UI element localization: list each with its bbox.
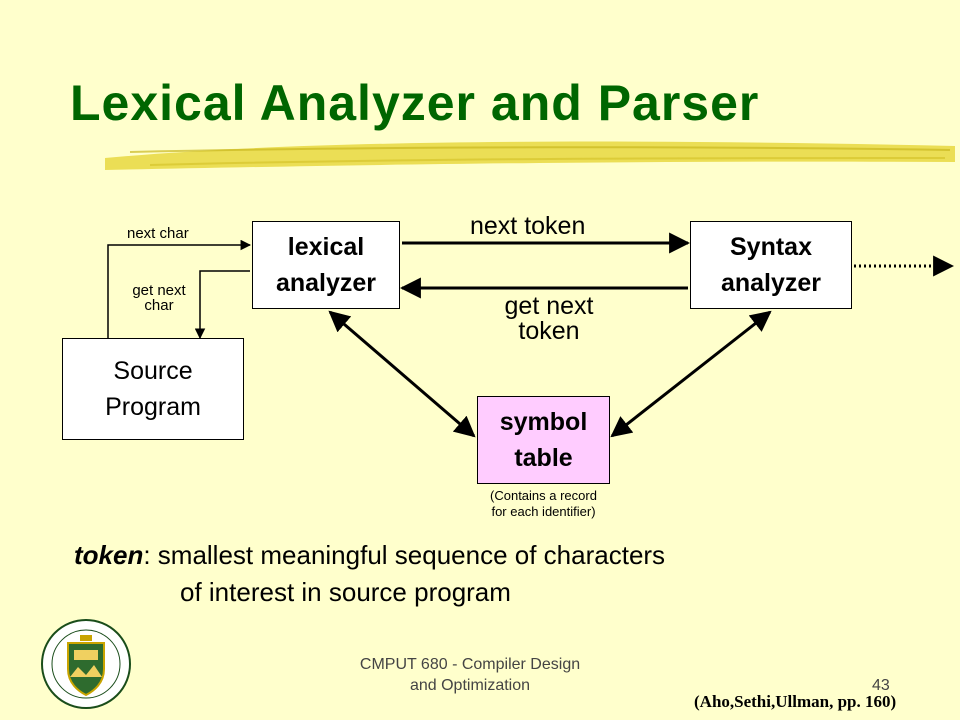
get-next-token-label: get next token <box>476 294 622 344</box>
source-program-line2: Program <box>105 393 201 421</box>
source-program-line1: Source <box>113 356 193 385</box>
symbol-table-note: (Contains a record for each identifier) <box>466 488 621 521</box>
symbol-table-box: symbol table <box>477 396 610 484</box>
symbol-table-note-line2: for each identifier) <box>491 504 596 520</box>
citation: (Aho,Sethi,Ullman, pp. 160) <box>694 692 897 711</box>
page-number: 43 <box>872 677 890 694</box>
get-next-char-line1: get next <box>132 282 186 299</box>
syntax-analyzer-line2: analyzer <box>720 269 822 297</box>
get-next-char-arrow <box>194 270 250 340</box>
lexical-analyzer-line1: lexical <box>287 232 365 261</box>
footer-course-line2: and Optimization <box>409 676 531 694</box>
token-definition-text: : smallest meaningful sequence of charac… <box>143 540 666 570</box>
lexical-analyzer-box: lexical analyzer <box>252 221 400 309</box>
symbol-table-line1: symbol <box>499 407 588 436</box>
get-next-char-line2: char <box>144 297 174 314</box>
university-crest-logo <box>41 619 131 709</box>
title-underline-brush <box>105 141 955 170</box>
symbol-table-note-line1: (Contains a record <box>490 488 597 503</box>
footer-course: CMPUT 680 - Compiler Design and Optimiza… <box>320 655 620 697</box>
symbol-table-line2: table <box>514 444 573 472</box>
lexical-analyzer-line2: analyzer <box>275 269 377 297</box>
syntax-analyzer-box: Syntax analyzer <box>690 221 852 309</box>
source-program-box: Source Program <box>62 338 244 440</box>
footer-course-line1: CMPUT 680 - Compiler Design <box>359 656 581 673</box>
token-definition-line2: of interest in source program <box>180 577 511 607</box>
get-next-char-label: get next char <box>114 283 204 313</box>
get-next-token-line2: token <box>518 317 580 345</box>
lexical-symbol-table-arrow <box>328 310 476 438</box>
next-char-arrow <box>107 239 252 338</box>
syntax-symbol-table-arrow <box>610 310 772 438</box>
token-definition-line1: token: smallest meaningful sequence of c… <box>74 540 665 571</box>
token-term: token <box>74 540 144 570</box>
get-next-token-line1: get next <box>504 292 594 320</box>
slide-title: Lexical Analyzer and Parser <box>70 75 760 131</box>
next-token-label: next token <box>470 212 586 240</box>
next-char-label: next char <box>127 225 189 242</box>
syntax-analyzer-line1: Syntax <box>730 232 812 261</box>
